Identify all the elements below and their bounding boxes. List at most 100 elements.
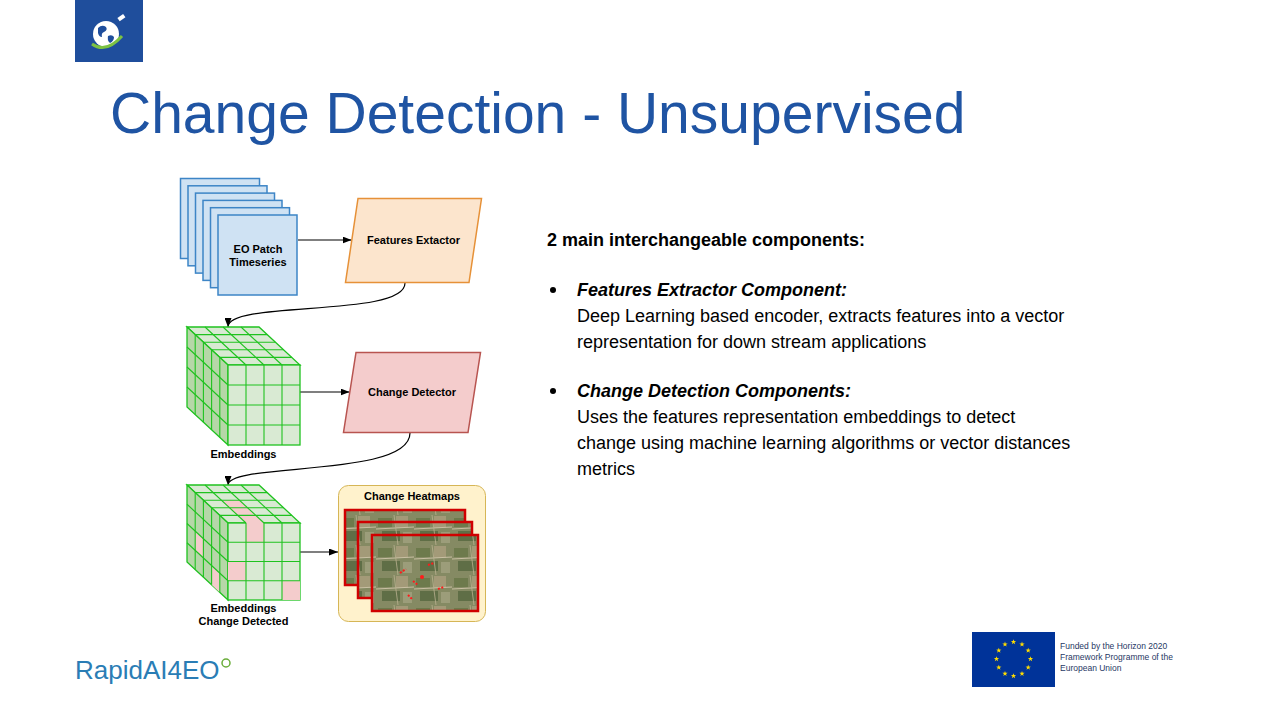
grid-line <box>187 387 228 425</box>
eu-star <box>1002 642 1007 647</box>
bullet-title: Features Extractor Component: <box>577 277 1077 303</box>
node-label: EO Patch Timeseries <box>218 215 298 296</box>
eu-star <box>1011 639 1016 644</box>
grid-line <box>219 357 220 437</box>
grid-line <box>187 524 228 562</box>
grid-line <box>241 485 282 523</box>
bullet-dot <box>550 388 556 394</box>
flow-arrow <box>298 239 352 240</box>
funding-note: Funded by the Horizon 2020 Framework Pro… <box>1060 641 1180 674</box>
grid-line <box>195 335 196 415</box>
change-mark <box>438 587 444 589</box>
cube-front-face <box>228 365 300 445</box>
eu-star <box>1002 671 1007 676</box>
node-label: Features Extactor <box>359 198 468 283</box>
eu-star <box>1028 656 1033 661</box>
panel-background <box>339 486 486 622</box>
node-label: Change Detector <box>357 352 467 433</box>
node-label: Change Heatmaps <box>338 488 486 504</box>
node-shape <box>187 327 300 461</box>
eu-star <box>1026 665 1031 670</box>
rapidai4eo-logo-icon <box>222 659 230 667</box>
cube-side-face <box>187 485 228 600</box>
logo-continent <box>98 26 107 37</box>
flow-arrow <box>300 391 350 392</box>
grid-line <box>223 327 264 365</box>
node-label: Embeddings Change Detected <box>194 601 294 628</box>
logo-continent <box>108 35 114 43</box>
grid-line <box>220 357 292 358</box>
grid-line <box>187 504 228 542</box>
grid-line <box>203 500 204 577</box>
changed-cell <box>228 562 246 581</box>
grid-line <box>187 367 228 405</box>
cube-side-face <box>187 327 228 445</box>
flow-arrow <box>300 551 338 552</box>
eu-star <box>996 665 1001 670</box>
logo-orbit <box>222 659 230 667</box>
grid-line <box>187 347 228 385</box>
grid-line <box>195 334 267 335</box>
eo-patch-stack: EO Patch Timeseries <box>180 178 298 296</box>
logo-swoosh <box>92 36 122 48</box>
grid-line <box>223 485 264 523</box>
grid-line <box>203 342 204 422</box>
eu-star <box>1019 671 1024 676</box>
eu-star <box>1026 648 1031 653</box>
feature-extractor-box: Features Extactor <box>345 198 482 283</box>
grid-line <box>219 515 220 592</box>
change-mark <box>400 569 406 573</box>
parallelogram-shape <box>344 353 481 433</box>
grid-line <box>203 342 275 343</box>
grid-line <box>281 365 282 445</box>
eu-flag-field <box>972 632 1055 687</box>
changed-cell <box>246 523 264 542</box>
eu-star <box>1019 642 1024 647</box>
grid-line <box>220 515 292 516</box>
change-mark <box>413 581 418 585</box>
grid-line <box>212 507 284 508</box>
grid-line <box>187 543 228 581</box>
grid-line <box>281 523 282 600</box>
grid-line <box>211 350 212 430</box>
parallelogram-shape <box>346 199 482 283</box>
grid-line <box>212 349 284 350</box>
brand-logo-text: RapidAI4EO <box>75 655 235 685</box>
logo-square <box>75 0 143 62</box>
node-label: Embeddings <box>194 447 294 461</box>
heatmap-image <box>372 535 478 611</box>
cube-front-face <box>228 523 300 600</box>
change-embeddings-cube: Embeddings Change Detected <box>187 485 300 628</box>
bullet-dot <box>550 287 556 293</box>
eu-star <box>1011 673 1016 678</box>
change-mark <box>420 575 424 579</box>
grid-line <box>211 508 212 585</box>
grid-line <box>228 580 300 581</box>
grid-line <box>195 492 267 493</box>
project-logo <box>75 0 143 62</box>
bullet-body: Uses the features representation embeddi… <box>577 404 1077 482</box>
grid-line <box>228 404 300 405</box>
grid-line <box>241 327 282 365</box>
change-mark <box>408 595 412 599</box>
grid-line <box>195 493 196 570</box>
change-detector-box: Change Detector <box>343 352 481 433</box>
node-shape <box>180 178 298 296</box>
grid-line <box>228 424 300 425</box>
eu-flag <box>972 632 1055 687</box>
grid-line <box>228 561 300 562</box>
changed-cell <box>282 581 300 600</box>
change-mark <box>428 563 434 565</box>
embeddings-cube: Embeddings <box>187 327 300 461</box>
bullet-title: Change Detection Components: <box>577 378 1077 404</box>
bullet-body: Deep Learning based encoder, extracts fe… <box>577 303 1077 355</box>
grid-line <box>203 500 275 501</box>
stack-layer <box>218 215 297 295</box>
slide-title: Change Detection - Unsupervised <box>110 80 965 146</box>
eu-star <box>994 656 999 661</box>
section-heading: 2 main interchangeable components: <box>547 227 1107 253</box>
node-shape <box>338 485 486 622</box>
logo-satellite <box>117 14 125 21</box>
eu-star <box>996 648 1001 653</box>
